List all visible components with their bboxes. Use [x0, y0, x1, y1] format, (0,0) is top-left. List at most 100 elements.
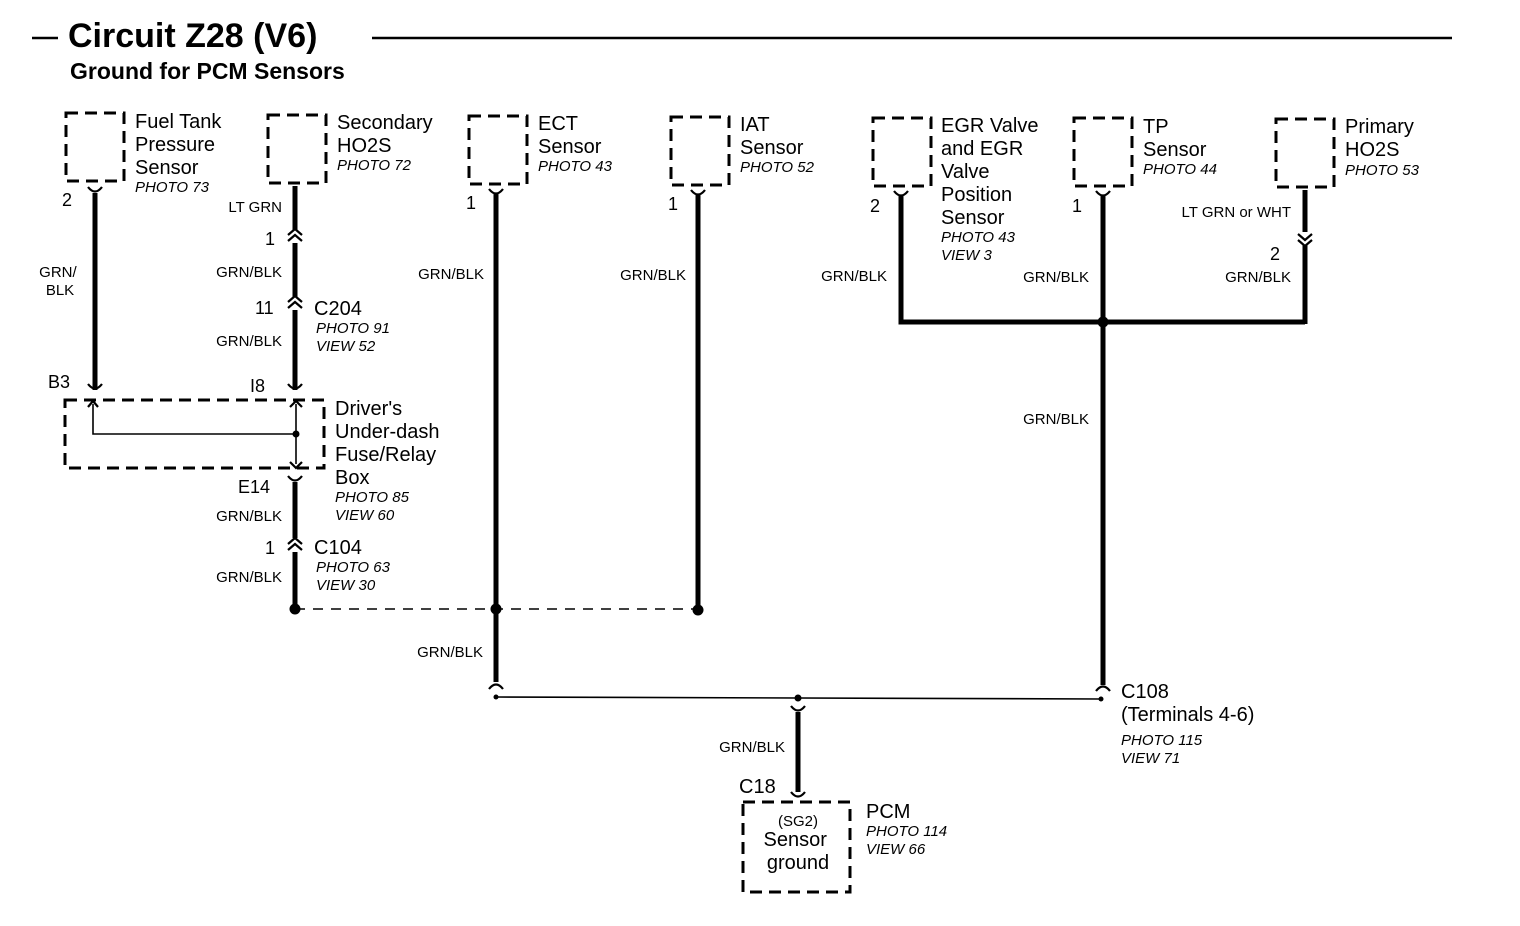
pcm-view: VIEW 66 — [866, 841, 926, 858]
splice-left-ground — [289, 603, 301, 615]
component-labels: Fuel Tank Pressure Sensor PHOTO 73 Secon… — [135, 111, 1420, 874]
fuel-tank-sensor-box — [64, 111, 126, 183]
primary-ho2s-box — [1274, 117, 1336, 189]
splice-ect — [490, 603, 502, 615]
wire-label-primary-top: LT GRN or WHT — [1182, 204, 1291, 221]
splice-egr-tp — [1097, 316, 1109, 328]
terminal-c108-left — [488, 683, 504, 690]
terminal-secondary-pin1 — [287, 227, 303, 242]
wire-label-fuse-out: GRN/BLK — [216, 508, 282, 525]
pin-secondary-top: 1 — [265, 229, 275, 249]
primary-ho2s-photo: PHOTO 53 — [1345, 162, 1420, 179]
pin-fuel-tank: 2 — [62, 190, 72, 210]
connector-labels: C204 PHOTO 91 VIEW 52 C104 PHOTO 63 VIEW… — [314, 298, 1254, 798]
terminal-b3-inner — [87, 399, 99, 408]
pin-tp: 1 — [1072, 196, 1082, 216]
pcm-label: PCM — [866, 801, 910, 823]
tp-sensor-label: TP Sensor — [1143, 116, 1207, 161]
pin-fuse-i8: I8 — [250, 376, 265, 396]
pcm-pin-label: (SG2) — [778, 813, 818, 830]
splice-c108-left — [493, 694, 499, 700]
iat-sensor-photo: PHOTO 52 — [740, 159, 815, 176]
splice-c108-right — [1098, 696, 1104, 702]
egr-valve-view: VIEW 3 — [941, 247, 993, 264]
ect-sensor-photo: PHOTO 43 — [538, 158, 613, 175]
terminal-c108-right — [1095, 685, 1111, 692]
c204-photo: PHOTO 91 — [316, 320, 390, 337]
wire-label-ect: GRN/BLK — [418, 266, 484, 283]
pin-secondary-c204: 11 — [255, 298, 274, 318]
pin-c104: 1 — [265, 538, 275, 558]
pin-iat: 1 — [668, 194, 678, 214]
terminals — [87, 186, 1313, 798]
egr-valve-box — [871, 116, 933, 188]
wire-label-primary-bottom: GRN/BLK — [1225, 269, 1291, 286]
c108-view: VIEW 71 — [1121, 750, 1180, 767]
terminal-tp — [1095, 190, 1111, 197]
terminal-fuel-tank — [87, 186, 103, 193]
fuel-tank-sensor-label: Fuel Tank Pressure Sensor — [135, 111, 227, 179]
c104-view: VIEW 30 — [316, 577, 376, 594]
terminal-b3 — [87, 383, 103, 390]
wire-label-tp-trunk: GRN/BLK — [1023, 411, 1089, 428]
wire-label-secondary-c204: GRN/BLK — [216, 333, 282, 350]
iat-sensor-box — [669, 115, 731, 187]
terminal-e14 — [287, 475, 303, 482]
egr-valve-label: EGR Valve and EGR Valve Position Sensor — [941, 115, 1044, 229]
fuse-relay-box-label: Driver's Under-dash Fuse/Relay Box — [335, 398, 445, 489]
pin-egr: 2 — [870, 196, 880, 216]
terminal-egr — [893, 190, 909, 197]
splice-c108-bus — [794, 694, 802, 702]
pin-ect: 1 — [466, 193, 476, 213]
fuel-tank-sensor-photo: PHOTO 73 — [135, 179, 210, 196]
pin-fuse-e14: E14 — [238, 477, 270, 497]
wire-egr — [898, 196, 1305, 325]
wire-label-tp: GRN/BLK — [1023, 269, 1089, 286]
terminal-c108-out — [790, 705, 806, 712]
pin-primary: 2 — [1270, 244, 1280, 264]
terminal-iat — [690, 189, 706, 196]
pcm-pin-name: Sensor ground — [764, 829, 833, 874]
wire-label-fuel-tank: GRN/ BLK — [39, 264, 81, 299]
terminal-c104 — [287, 536, 303, 551]
terminal-ect — [488, 188, 504, 195]
fuse-relay-box-view: VIEW 60 — [335, 507, 395, 524]
wire-label-pcm-feed: GRN/BLK — [719, 739, 785, 756]
wire-label-c104-out: GRN/BLK — [216, 569, 282, 586]
ect-sensor-box — [467, 114, 529, 186]
wire-label-secondary-mid: GRN/BLK — [216, 264, 282, 281]
primary-ho2s-label: Primary HO2S — [1345, 116, 1419, 161]
wire-label-egr: GRN/BLK — [821, 268, 887, 285]
diagram-title: Circuit Z28 (V6) — [68, 17, 317, 55]
c104-label: C104 — [314, 537, 362, 559]
terminal-c18 — [790, 791, 806, 798]
terminal-i8 — [287, 383, 303, 390]
header: Circuit Z28 (V6) Ground for PCM Sensors — [32, 17, 1452, 84]
secondary-ho2s-photo: PHOTO 72 — [337, 157, 412, 174]
fuse-relay-box — [63, 398, 326, 470]
c18-label: C18 — [739, 776, 776, 798]
iat-sensor-label: IAT Sensor — [740, 114, 804, 159]
fuse-relay-box-photo: PHOTO 85 — [335, 489, 410, 506]
splice-fuse-internal — [292, 430, 300, 438]
terminal-primary-pin2 — [1297, 233, 1313, 248]
c108-note: (Terminals 4-6) — [1121, 704, 1254, 726]
c108-photo: PHOTO 115 — [1121, 732, 1203, 749]
tp-sensor-photo: PHOTO 44 — [1143, 161, 1217, 178]
ect-sensor-label: ECT Sensor — [538, 113, 602, 158]
terminal-i8-inner — [289, 399, 303, 408]
tp-sensor-box — [1072, 116, 1134, 188]
diagram-subtitle: Ground for PCM Sensors — [70, 58, 345, 84]
wire-label-secondary-top: LT GRN — [228, 199, 282, 216]
pin-fuse-b3: B3 — [48, 372, 70, 392]
secondary-ho2s-label: Secondary HO2S — [337, 112, 438, 157]
pcm-photo: PHOTO 114 — [866, 823, 947, 840]
fuse-internal-b3 — [92, 404, 296, 435]
pcm-box — [741, 800, 852, 894]
secondary-ho2s-box — [266, 113, 328, 185]
splice-iat — [692, 604, 704, 616]
splices — [289, 316, 1109, 702]
component-boxes — [63, 111, 1336, 894]
egr-valve-photo: PHOTO 43 — [941, 229, 1016, 246]
